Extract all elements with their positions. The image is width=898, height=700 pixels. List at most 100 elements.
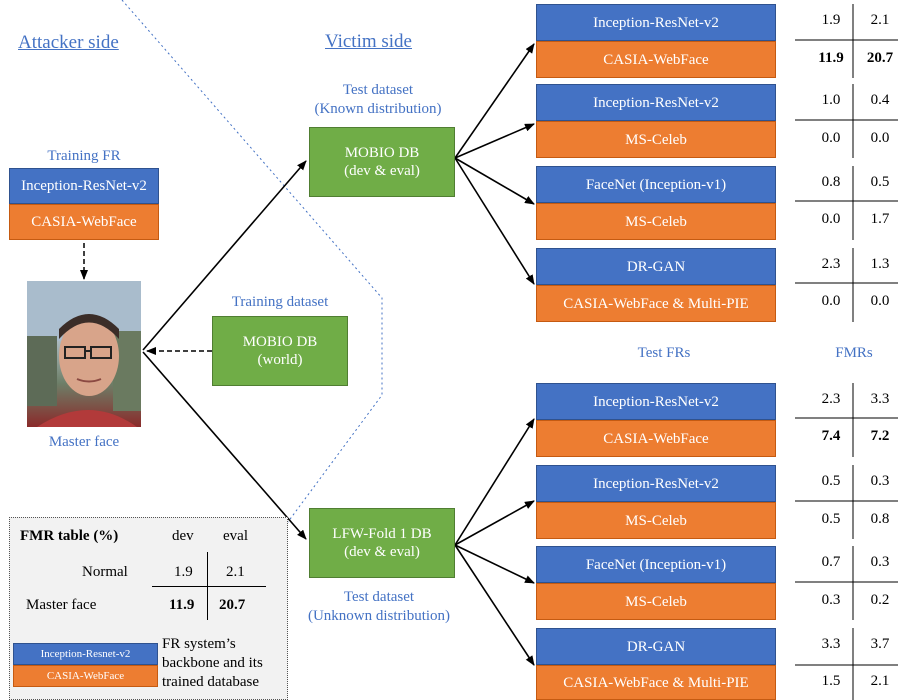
bottom-fr3-backbone: FaceNet (Inception-v1): [536, 546, 776, 583]
top-fr3-master-eval: 1.7: [870, 211, 890, 227]
lfw-test-box: LFW-Fold 1 DB (dev & eval): [309, 508, 455, 578]
mobio-to-fr4-arrow: [454, 157, 535, 285]
top-fr2-master-dev: 0.0: [821, 130, 841, 146]
test-unknown-label-1: Test dataset: [343, 589, 415, 605]
bottom-fr1-normal-eval: 3.3: [870, 391, 890, 407]
lfw-test-name: LFW-Fold 1 DB: [332, 526, 432, 542]
bottom-fr4-master-eval: 2.1: [870, 673, 890, 689]
training-dataset-box: MOBIO DB (world): [212, 316, 348, 386]
fmr-grid-bottom: [795, 383, 898, 700]
test-known-label-1: Test dataset: [342, 82, 414, 98]
legend-desc-1: FR system’s: [162, 636, 236, 652]
master-to-lfw-arrow: [142, 351, 307, 540]
top-fr1-master-dev: 11.9: [818, 50, 844, 66]
face-illustration: [27, 281, 141, 427]
legend-box: FMR table (%) dev eval Normal Master fac…: [9, 517, 288, 700]
mobio-test-subset: (dev & eval): [344, 163, 420, 179]
bottom-fr1-backbone: Inception-ResNet-v2: [536, 383, 776, 420]
fmrs-column-label: FMRs: [835, 345, 873, 361]
bottom-fr3-database: MS-Celeb: [536, 583, 776, 620]
legend-row-normal: Normal: [82, 564, 128, 580]
training-dataset-name: MOBIO DB: [242, 334, 318, 350]
bottom-fr1-normal-dev: 2.3: [821, 391, 841, 407]
master-face-image: [27, 281, 141, 427]
mobio-to-fr1-arrow: [454, 43, 535, 159]
side-divider: [121, 0, 383, 531]
lfw-to-fr2-arrow: [454, 500, 535, 546]
master-to-mobio-arrow: [142, 160, 307, 351]
bottom-fr1-database: CASIA-WebFace: [536, 420, 776, 457]
mobio-to-fr3-arrow: [454, 157, 535, 205]
legend-col-eval: eval: [223, 528, 248, 544]
top-fr4-backbone: DR-GAN: [536, 248, 776, 285]
mobio-test-box: MOBIO DB (dev & eval): [309, 127, 455, 197]
test-unknown-label-2: (Unknown distribution): [307, 608, 451, 624]
bottom-fr4-backbone: DR-GAN: [536, 628, 776, 665]
top-fr3-master-dev: 0.0: [821, 211, 841, 227]
legend-normal-dev: 1.9: [174, 564, 193, 580]
mobio-test-name: MOBIO DB: [344, 145, 420, 161]
top-fr1-backbone: Inception-ResNet-v2: [536, 4, 776, 41]
bottom-fr2-backbone: Inception-ResNet-v2: [536, 465, 776, 502]
top-fr3-normal-dev: 0.8: [821, 174, 841, 190]
top-fr1-database: CASIA-WebFace: [536, 41, 776, 78]
bottom-fr1-master-dev: 7.4: [821, 428, 841, 444]
training-dataset-subset: (world): [257, 352, 303, 368]
lfw-test-subset: (dev & eval): [344, 544, 420, 560]
fmr-grid-top: [795, 4, 898, 322]
bottom-fr2-master-eval: 0.8: [870, 511, 890, 527]
legend-master-eval: 20.7: [219, 597, 246, 613]
top-fr2-backbone: Inception-ResNet-v2: [536, 84, 776, 121]
bottom-fr3-master-eval: 0.2: [870, 592, 890, 608]
attacker-database-box: CASIA-WebFace: [9, 204, 159, 240]
top-fr3-database: MS-Celeb: [536, 203, 776, 240]
top-fr3-backbone: FaceNet (Inception-v1): [536, 166, 776, 203]
top-fr4-master-dev: 0.0: [821, 293, 841, 309]
legend-sample-backbone: Inception-Resnet-v2: [13, 643, 158, 665]
top-fr2-normal-dev: 1.0: [821, 92, 841, 108]
victim-side-label: Victim side: [325, 31, 412, 52]
bottom-fr4-normal-dev: 3.3: [821, 636, 841, 652]
training-dataset-label: Training dataset: [231, 294, 329, 310]
legend-master-dev: 11.9: [169, 597, 195, 613]
bottom-fr2-normal-dev: 0.5: [821, 473, 841, 489]
attacker-backbone-box: Inception-ResNet-v2: [9, 168, 159, 204]
bottom-fr4-normal-eval: 3.7: [870, 636, 890, 652]
bottom-fr2-normal-eval: 0.3: [870, 473, 890, 489]
top-fr4-database: CASIA-WebFace & Multi-PIE: [536, 285, 776, 322]
lfw-to-fr4-arrow: [454, 544, 535, 666]
bottom-fr3-master-dev: 0.3: [821, 592, 841, 608]
top-fr1-master-eval: 20.7: [866, 50, 894, 66]
top-fr4-normal-eval: 1.3: [870, 256, 890, 272]
test-frs-column-label: Test FRs: [637, 345, 691, 361]
top-fr2-database: MS-Celeb: [536, 121, 776, 158]
top-fr4-normal-dev: 2.3: [821, 256, 841, 272]
legend-desc-2: backbone and its: [162, 655, 263, 671]
training-fr-label: Training FR: [47, 148, 121, 164]
bottom-fr2-master-dev: 0.5: [821, 511, 841, 527]
bottom-fr4-database: CASIA-WebFace & Multi-PIE: [536, 665, 776, 700]
top-fr2-normal-eval: 0.4: [870, 92, 890, 108]
master-face-label: Master face: [48, 434, 120, 450]
legend-sample-database: CASIA-WebFace: [13, 665, 158, 687]
lfw-to-fr1-arrow: [454, 418, 535, 546]
legend-normal-eval: 2.1: [226, 564, 245, 580]
top-fr4-master-eval: 0.0: [870, 293, 890, 309]
bottom-fr3-normal-dev: 0.7: [821, 554, 841, 570]
legend-row-master: Master face: [26, 597, 97, 613]
bottom-fr1-master-eval: 7.2: [870, 428, 890, 444]
top-fr2-master-eval: 0.0: [870, 130, 890, 146]
top-fr1-normal-dev: 1.9: [821, 12, 841, 28]
mobio-to-fr2-arrow: [454, 123, 535, 159]
test-known-label-2: (Known distribution): [314, 101, 442, 117]
legend-desc-3: trained database: [162, 674, 260, 690]
bottom-fr3-normal-eval: 0.3: [870, 554, 890, 570]
top-fr1-normal-eval: 2.1: [870, 12, 890, 28]
attacker-side-label: Attacker side: [18, 32, 119, 53]
lfw-to-fr3-arrow: [454, 544, 535, 584]
top-fr3-normal-eval: 0.5: [870, 174, 890, 190]
legend-title: FMR table (%): [20, 528, 119, 544]
bottom-fr4-master-dev: 1.5: [821, 673, 841, 689]
legend-col-dev: dev: [172, 528, 194, 544]
